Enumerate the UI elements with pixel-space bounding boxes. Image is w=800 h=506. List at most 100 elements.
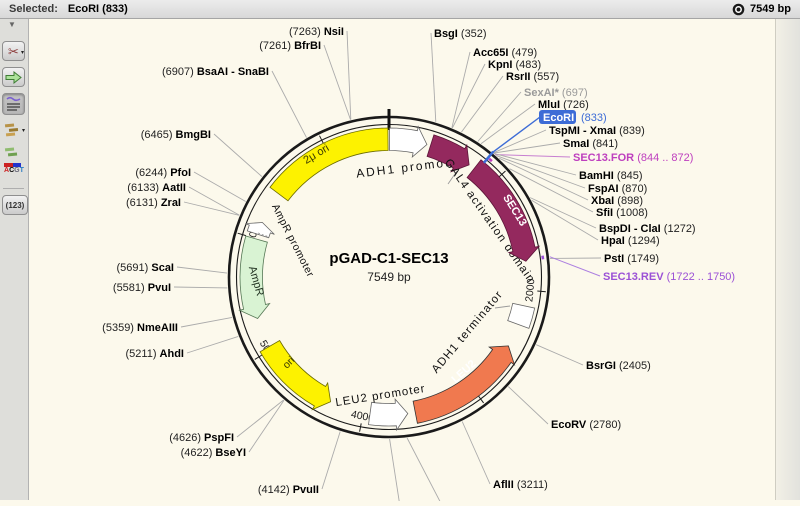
site-text: HpaI (1294) bbox=[601, 235, 660, 247]
site-label-bseyi[interactable]: (4622) BseYI bbox=[181, 447, 246, 459]
site-label-bmgbi[interactable]: (6465) BmgBI bbox=[141, 129, 211, 141]
leader-line bbox=[407, 438, 446, 501]
leader-line bbox=[462, 422, 490, 485]
scissors-button[interactable]: ✂ ▾ bbox=[2, 41, 25, 61]
feature-bars-item[interactable] bbox=[4, 146, 20, 164]
site-label-aatii[interactable]: (6133) AatII bbox=[127, 182, 186, 194]
site-label-tspmi-xmai[interactable]: TspMI - XmaI (839) bbox=[549, 125, 645, 137]
site-label-bspdi-clai[interactable]: BspDI - ClaI (1272) bbox=[599, 223, 696, 235]
leader-line bbox=[452, 52, 470, 128]
site-label-rsrii[interactable]: RsrII (557) bbox=[506, 71, 559, 83]
leader-line bbox=[174, 287, 227, 288]
leader-line bbox=[177, 267, 227, 273]
primer-mark-sec13-for[interactable] bbox=[489, 159, 492, 161]
site-label-fspai[interactable]: FspAI (870) bbox=[588, 183, 647, 195]
plasmid-name: pGAD-C1-SEC13 bbox=[329, 250, 448, 267]
site-label-acc65i[interactable]: Acc65I (479) bbox=[473, 47, 537, 59]
site-text: SexAI* (697) bbox=[524, 87, 588, 99]
site-label-bfrbi[interactable]: (7261) BfrBI bbox=[259, 40, 321, 52]
site-label-scai[interactable]: (5691) ScaI bbox=[117, 262, 175, 274]
feature-shape[interactable] bbox=[508, 303, 535, 328]
scissors-dropdown-caret[interactable]: ▾ bbox=[21, 49, 24, 56]
site-label-bsgi[interactable]: BsgI (352) bbox=[434, 28, 487, 40]
feature-ampr[interactable]: AmpR bbox=[240, 236, 270, 319]
feature-leu2[interactable]: LEU2 bbox=[413, 346, 514, 423]
site-text: EcoRI bbox=[543, 112, 574, 124]
site-label-pvuii[interactable]: (4142) PvuII bbox=[258, 484, 319, 496]
feature-ori[interactable]: ori bbox=[260, 341, 331, 410]
leader-line bbox=[390, 439, 401, 501]
site-text: (7261) BfrBI bbox=[259, 40, 321, 52]
site-label-ahdi[interactable]: (5211) AhdI bbox=[126, 348, 185, 360]
feature-shape[interactable] bbox=[390, 127, 427, 157]
site-label-sfii[interactable]: SfiI (1008) bbox=[596, 207, 648, 219]
leader-line bbox=[478, 92, 521, 142]
site-label-pvui[interactable]: (5581) PvuI bbox=[113, 282, 171, 294]
green-arrow-icon bbox=[5, 71, 22, 84]
site-text: (6465) BmgBI bbox=[141, 129, 211, 141]
site-label-nmeaiii[interactable]: (5359) NmeAIII bbox=[102, 322, 178, 334]
site-label-sexai[interactable]: SexAI* (697) bbox=[524, 87, 588, 99]
leader-line bbox=[508, 387, 548, 424]
feature-shape[interactable] bbox=[369, 399, 408, 430]
collapse-arrow-icon[interactable]: ▼ bbox=[8, 21, 16, 29]
leader-line bbox=[532, 200, 598, 240]
site-label-sec13-for[interactable]: SEC13.FOR (844 .. 872) bbox=[573, 152, 693, 164]
scissors-icon: ✂ bbox=[8, 45, 19, 58]
site-text: TspMI - XmaI (839) bbox=[549, 125, 645, 137]
site-label-bamhi[interactable]: BamHI (845) bbox=[579, 170, 643, 182]
numbering-button[interactable]: (123) bbox=[2, 195, 28, 215]
site-label-ecorv[interactable]: EcoRV (2780) bbox=[551, 419, 621, 431]
site-label-smai[interactable]: SmaI (841) bbox=[563, 138, 618, 150]
leader-line bbox=[272, 71, 307, 138]
site-text: (5359) NmeAIII bbox=[102, 322, 178, 334]
site-label-xbai[interactable]: XbaI (898) bbox=[591, 195, 643, 207]
site-label-pfoi[interactable]: (6244) PfoI bbox=[135, 167, 191, 179]
leader-line bbox=[249, 400, 284, 452]
primer-mark-sec13-rev[interactable] bbox=[543, 256, 544, 260]
site-label-pspfi[interactable]: (4626) PspFI bbox=[169, 432, 234, 444]
leader-line bbox=[189, 187, 239, 215]
vertical-scrollbar[interactable] bbox=[775, 19, 800, 500]
site-label-hpai[interactable]: HpaI (1294) bbox=[601, 235, 660, 247]
feature-shape[interactable] bbox=[260, 341, 331, 410]
site-label-aflii[interactable]: AflII (3211) bbox=[493, 479, 548, 491]
enzyme-bars-item[interactable]: ▾ bbox=[4, 123, 20, 143]
enzyme-dropdown-caret[interactable]: ▾ bbox=[22, 127, 25, 134]
status-bar: Selected: EcoRI (833) 7549 bp bbox=[0, 0, 800, 19]
site-label-mlui[interactable]: MluI (726) bbox=[538, 99, 589, 111]
enzyme-bars-icon bbox=[4, 123, 20, 138]
site-label-kpni[interactable]: KpnI (483) bbox=[488, 59, 541, 71]
feature-label: AmpR promoter bbox=[269, 202, 316, 279]
site-text: (5691) ScaI bbox=[117, 262, 175, 274]
select-arrow-button[interactable] bbox=[2, 67, 25, 87]
feature-leu2-promoter[interactable]: LEU2 promoter bbox=[335, 383, 427, 430]
primer-label: SEC13.FOR (844 .. 872) bbox=[573, 152, 693, 164]
site-label-bsaai-snabi[interactable]: (6907) BsaAI - SnaBI bbox=[162, 66, 269, 78]
map-view-button[interactable] bbox=[2, 93, 25, 115]
site-text: (6244) PfoI bbox=[135, 167, 191, 179]
leader-line bbox=[481, 104, 535, 144]
site-text: SmaI (841) bbox=[563, 138, 618, 150]
site-text: BspDI - ClaI (1272) bbox=[599, 223, 696, 235]
feature-shape[interactable] bbox=[413, 346, 514, 423]
primer-label: SEC13.REV (1722 .. 1750) bbox=[603, 271, 735, 283]
site-text: (4626) PspFI bbox=[169, 432, 234, 444]
site-text: (6131) ZraI bbox=[126, 197, 181, 209]
site-label-ecori[interactable]: EcoRI (833) bbox=[539, 110, 607, 124]
site-text: BsrGI (2405) bbox=[586, 360, 651, 372]
site-label-sec13-rev[interactable]: SEC13.REV (1722 .. 1750) bbox=[603, 271, 735, 283]
site-text: AflII (3211) bbox=[493, 479, 548, 491]
site-text: XbaI (898) bbox=[591, 195, 643, 207]
site-text: (4142) PvuII bbox=[258, 484, 319, 496]
site-text: PstI (1749) bbox=[604, 253, 659, 265]
site-label-zrai[interactable]: (6131) ZraI bbox=[126, 197, 181, 209]
site-label-bsrgi[interactable]: BsrGI (2405) bbox=[586, 360, 651, 372]
sequence-view-item[interactable]: ACGT bbox=[4, 163, 24, 175]
site-label-nsii[interactable]: (7263) NsiI bbox=[289, 26, 344, 38]
acgt-icon: ACGT bbox=[4, 167, 24, 175]
site-position: (833) bbox=[581, 112, 607, 124]
site-label-psti[interactable]: PstI (1749) bbox=[604, 253, 659, 265]
